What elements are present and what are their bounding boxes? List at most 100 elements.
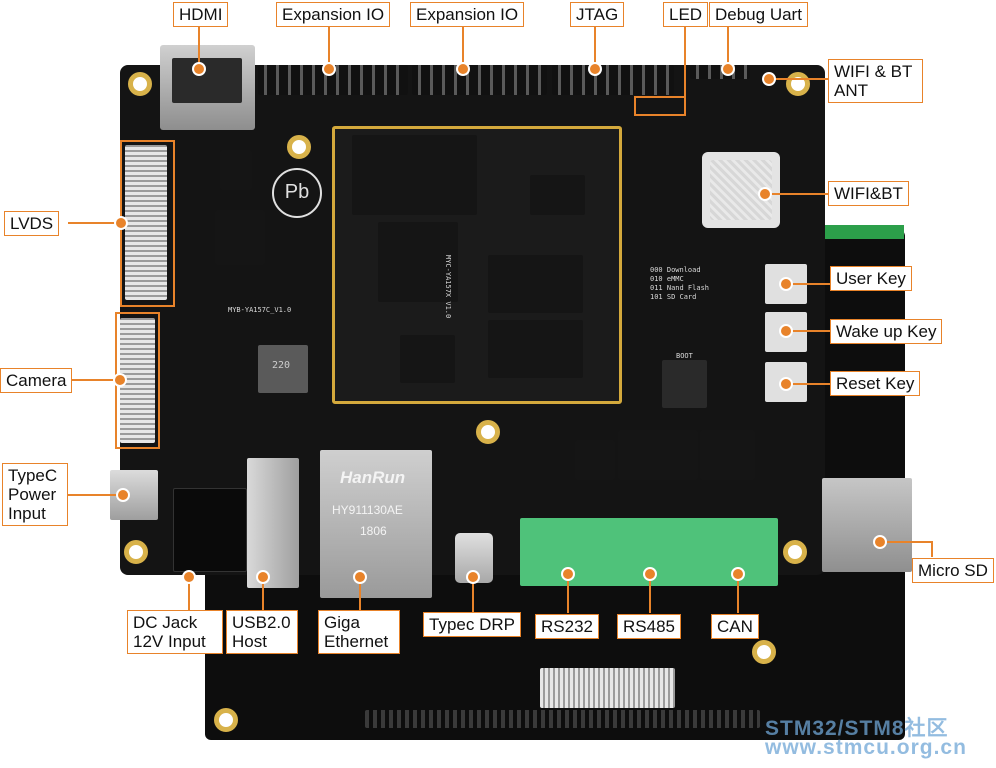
boot-switch: [662, 360, 707, 408]
dc-jack: [173, 488, 247, 572]
label-typec-power-input: TypeC Power Input: [2, 463, 68, 526]
rs232-leader: [567, 577, 569, 613]
ethernet-marker: [353, 570, 367, 584]
som-chip-1: [352, 135, 477, 215]
micro-sd-slot: [822, 478, 912, 572]
label-led: LED: [663, 2, 709, 27]
dc-jack-marker: [182, 570, 196, 584]
usb-marker: [256, 570, 270, 584]
mounting-hole: [128, 72, 152, 96]
label-usb-host: USB2.0 Host: [226, 610, 298, 654]
inductor-text: 220: [272, 360, 291, 371]
usb-host-port: [247, 458, 299, 588]
label-lvds: LVDS: [4, 211, 60, 236]
label-wifi-bt: WIFI&BT: [828, 181, 909, 206]
debug-uart-marker: [721, 62, 735, 76]
mounting-hole: [752, 640, 776, 664]
som-chip-5: [530, 175, 585, 215]
label-camera: Camera: [0, 368, 73, 393]
wake-key-marker: [779, 324, 793, 338]
lvds-ic: [215, 210, 265, 265]
wake-key-leader: [786, 330, 830, 332]
som-name-text: MYC-YA157X V1.0: [444, 255, 452, 319]
micro-sd-leader-v: [931, 541, 933, 557]
typec-power-leader: [66, 494, 122, 496]
user-key-leader: [786, 283, 830, 285]
usb-phy-chip: [575, 440, 615, 480]
lead-free-text: Pb: [284, 181, 310, 203]
label-debug-uart: Debug Uart: [709, 2, 808, 27]
ethernet-jack: [320, 450, 432, 598]
power-inductor: [258, 345, 308, 393]
dc-jack-leader: [188, 577, 190, 613]
bottom-fpc-connector: [540, 668, 675, 708]
typec-drp-leader: [472, 577, 474, 613]
expansion-header-2: [412, 65, 547, 95]
mounting-hole: [287, 135, 311, 159]
rs232-marker: [561, 567, 575, 581]
mounting-hole: [783, 540, 807, 564]
expansion-io-1-marker: [322, 62, 336, 76]
jtag-marker: [588, 62, 602, 76]
watermark-line2: www.stmcu.org.cn: [765, 736, 967, 759]
micro-sd-marker: [873, 535, 887, 549]
som-chip-2: [378, 222, 458, 302]
wifi-bt-leader: [765, 193, 828, 195]
boot-mode-3: 101 SD Card: [650, 293, 697, 301]
reset-key-marker: [779, 377, 793, 391]
jtag-header: [552, 65, 674, 95]
label-can: CAN: [711, 614, 759, 639]
label-micro-sd: Micro SD: [912, 558, 994, 583]
hdmi-port-opening: [172, 58, 242, 103]
led-highlight-box: [634, 96, 686, 116]
lvds-marker: [114, 216, 128, 230]
typec-power-marker: [116, 488, 130, 502]
label-user-key: User Key: [830, 266, 912, 291]
label-hdmi: HDMI: [173, 2, 229, 27]
label-giga-ethernet: Giga Ethernet: [318, 610, 400, 654]
mounting-hole: [214, 708, 238, 732]
rs485-transceiver: [618, 430, 698, 480]
label-expansion-io-1: Expansion IO: [276, 2, 391, 27]
eth-part-text: HY911130AE: [332, 503, 403, 517]
lvds-fpc-connector: [125, 145, 167, 300]
label-rs485: RS485: [617, 614, 681, 639]
boot-mode-1: 010 eMMC: [650, 275, 684, 283]
som-chip-4: [488, 320, 583, 378]
ethernet-leader: [359, 577, 361, 613]
mounting-hole: [124, 540, 148, 564]
reset-key-leader: [786, 383, 830, 385]
typec-drp-marker: [466, 570, 480, 584]
base-board-name: MYB-YA157C_V1.0: [228, 306, 292, 314]
hdmi-leader: [198, 27, 200, 69]
debug-uart-header: [690, 65, 750, 79]
rs485-marker: [643, 567, 657, 581]
can-marker: [731, 567, 745, 581]
som-chip-3: [488, 255, 583, 313]
usb-leader: [262, 577, 264, 613]
label-reset-key: Reset Key: [830, 371, 921, 396]
wifi-ant-leader: [768, 78, 828, 80]
som-chip-6: [400, 335, 455, 383]
can-transceiver: [700, 430, 755, 480]
label-typec-drp: Typec DRP: [423, 612, 521, 637]
rs485-leader: [649, 577, 651, 613]
user-key-marker: [779, 277, 793, 291]
camera-marker: [113, 373, 127, 387]
jtag-leader: [594, 27, 596, 69]
lvds-leader: [68, 222, 120, 224]
led-leader: [684, 27, 686, 97]
wifi-ant-marker: [762, 72, 776, 86]
can-leader: [737, 577, 739, 613]
label-wifi-bt-ant: WIFI & BT ANT: [828, 59, 923, 103]
expansion-io-2-marker: [456, 62, 470, 76]
lead-free-logo: Pb: [272, 168, 322, 218]
hdmi-ic: [220, 150, 252, 190]
green-pcb-edge: [818, 225, 904, 239]
label-expansion-io-2: Expansion IO: [410, 2, 525, 27]
lvds-highlight-box: [120, 140, 175, 307]
eth-brand-text: HanRun: [340, 468, 406, 487]
boot-title: BOOT: [676, 352, 693, 360]
wifi-bt-marker: [758, 187, 772, 201]
camera-leader: [72, 379, 120, 381]
